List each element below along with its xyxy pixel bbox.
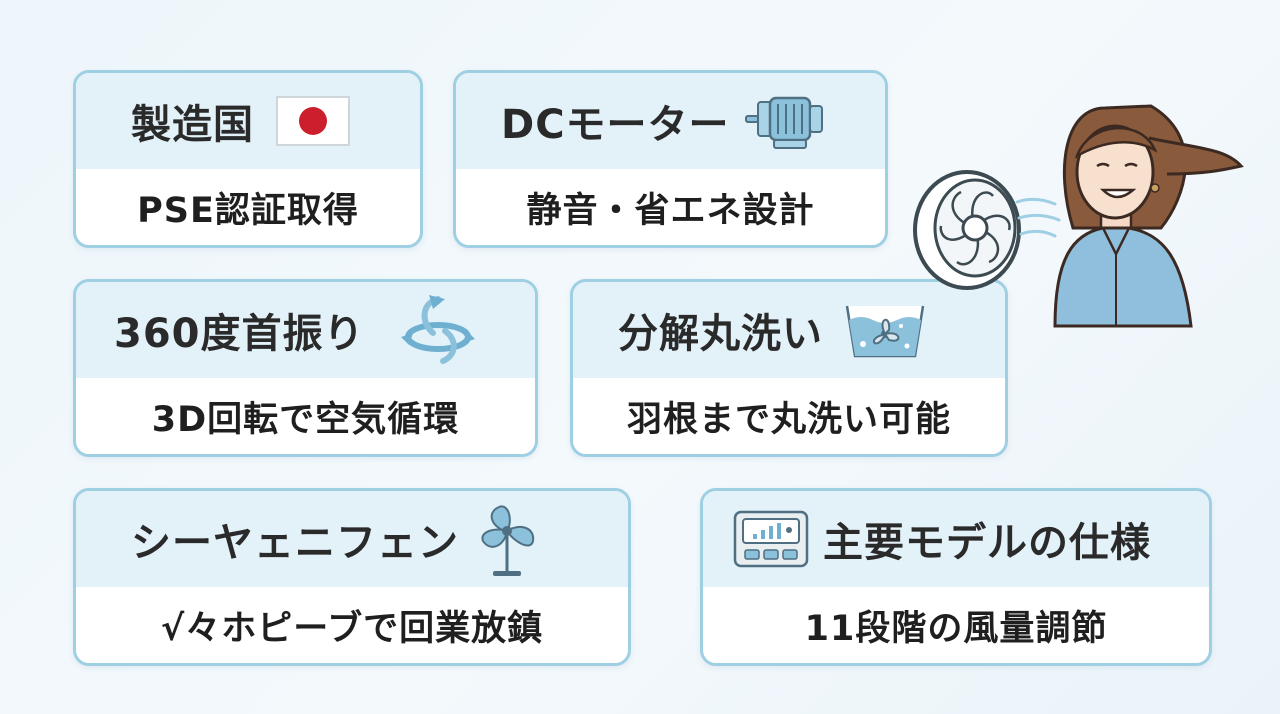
card-body: 11段階の風量調節 xyxy=(703,587,1209,663)
card-subtitle: 静音・省エネ設計 xyxy=(526,190,815,231)
woman-with-fan-illustration xyxy=(913,104,1244,328)
card-header: 360度首振り xyxy=(76,282,535,378)
card-body: √々ホピーブで回業放鎮 xyxy=(76,587,628,663)
card-title: 360度首振り xyxy=(114,311,365,357)
woman-figure xyxy=(1053,104,1244,328)
card-body: 羽根まで丸洗い可能 xyxy=(573,378,1005,454)
feature-card-made-in: 製造国 PSE認証取得 xyxy=(73,70,423,248)
feature-card-rotation: 360度首振り 3D回転で空気循環 xyxy=(73,279,538,457)
feature-card-specs: 主要モデルの仕様 11段階の風量調節 xyxy=(700,488,1212,666)
card-title: DCモーター xyxy=(501,102,730,148)
card-subtitle: 11段階の風量調節 xyxy=(804,608,1108,649)
wind-lines xyxy=(1015,197,1061,238)
motor-icon xyxy=(744,96,823,149)
feature-card-dc-motor: DCモーター 静音・省エネ設計 xyxy=(453,70,888,248)
card-subtitle: 羽根まで丸洗い可能 xyxy=(626,399,951,440)
card-title: 分解丸洗い xyxy=(618,311,823,357)
desk-fan-icon xyxy=(913,170,1021,290)
washing-icon xyxy=(845,305,925,358)
card-header: DCモーター xyxy=(456,73,885,169)
card-header: 分解丸洗い xyxy=(573,282,1005,378)
card-body: 静音・省エネ設計 xyxy=(456,169,885,245)
card-subtitle: √々ホピーブで回業放鎮 xyxy=(160,608,544,649)
card-subtitle: 3D回転で空気循環 xyxy=(151,399,460,440)
card-title: 製造国 xyxy=(131,102,254,148)
feature-card-fan: シーヤェニフェン √々ホピーブで回業放鎮 xyxy=(73,488,631,666)
fan-icon xyxy=(481,505,535,576)
card-title: 主要モデルの仕様 xyxy=(823,520,1151,566)
rotation-icon xyxy=(400,295,475,364)
card-title: シーヤェニフェン xyxy=(131,520,459,566)
card-body: 3D回転で空気循環 xyxy=(76,378,535,454)
card-header: 製造国 xyxy=(76,73,420,169)
card-header: シーヤェニフェン xyxy=(76,491,628,587)
control-panel-icon xyxy=(733,510,809,568)
card-subtitle: PSE認証取得 xyxy=(137,190,359,231)
feature-card-washable: 分解丸洗い 羽根まで丸洗い可能 xyxy=(570,279,1008,457)
japan-flag-icon xyxy=(276,96,350,146)
card-body: PSE認証取得 xyxy=(76,169,420,245)
card-header: 主要モデルの仕様 xyxy=(703,491,1209,587)
